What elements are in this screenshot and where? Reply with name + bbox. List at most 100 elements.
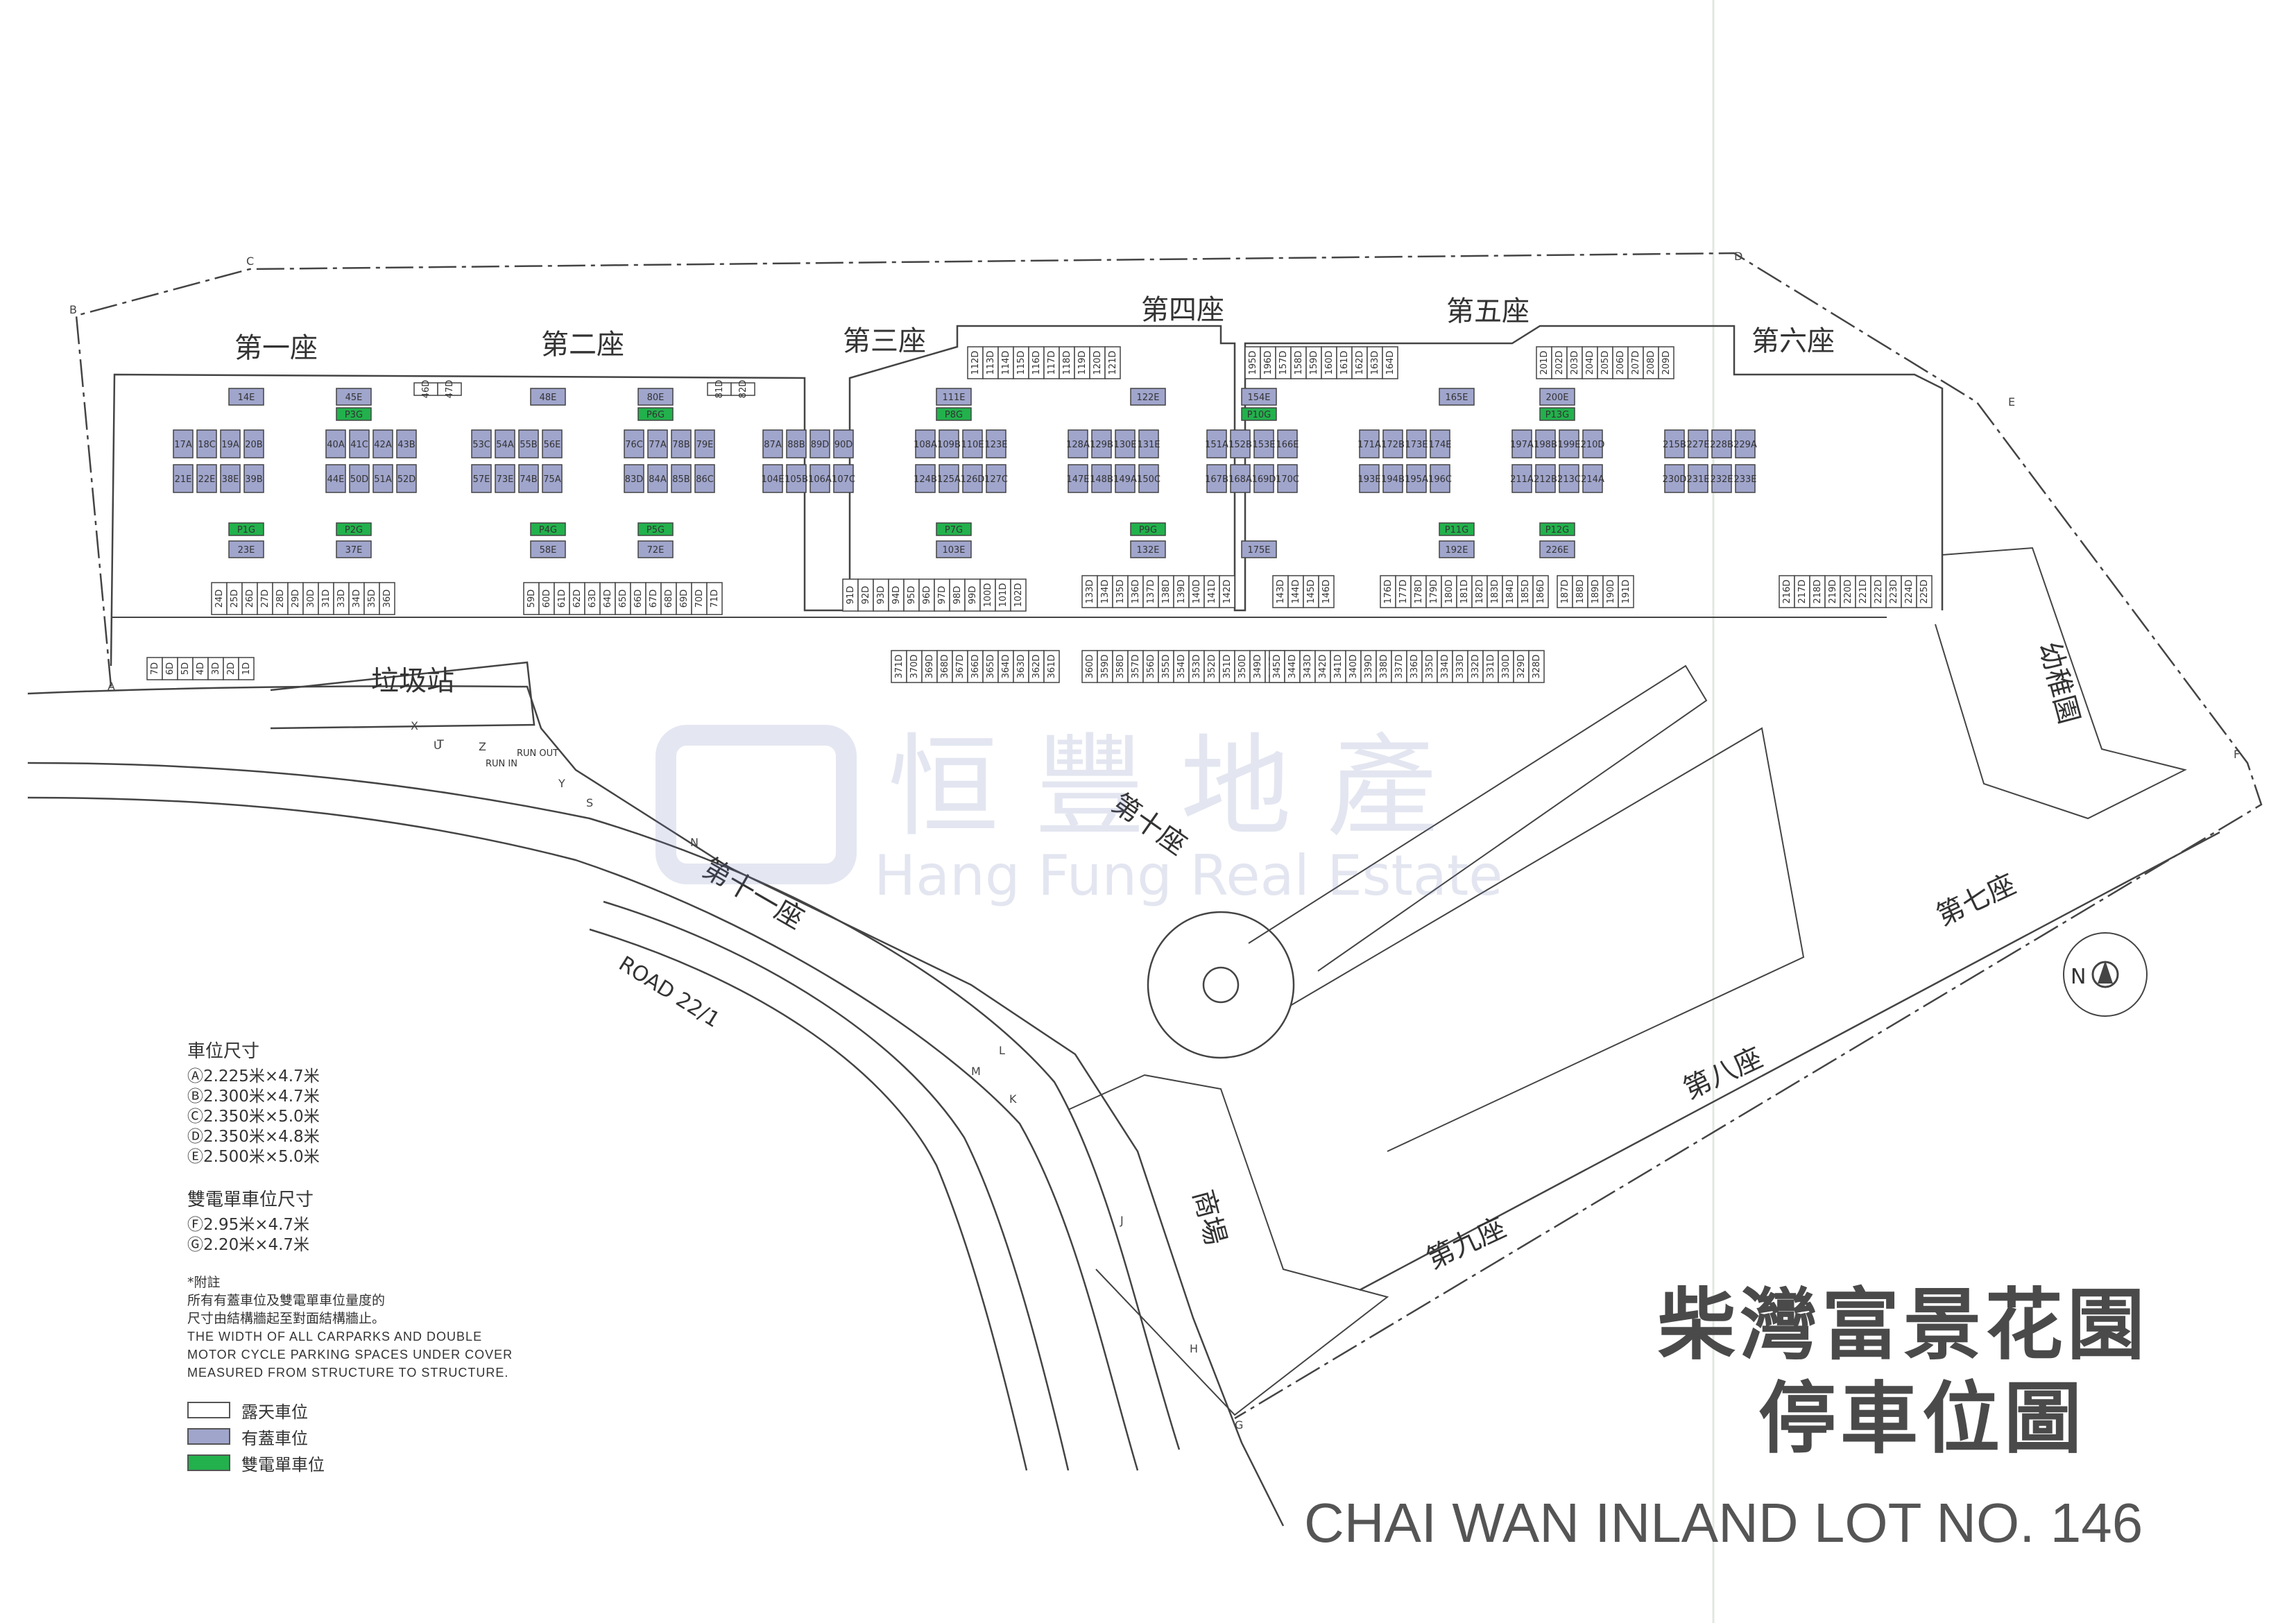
- parking-space: [986, 429, 1006, 458]
- parking-space-label: 87A: [764, 440, 782, 450]
- parking-space-label: 172B: [1381, 440, 1405, 450]
- parking-space-label: 360D: [1085, 655, 1095, 679]
- parking-space-label: 366D: [970, 655, 981, 679]
- parking-space: [1241, 540, 1277, 558]
- parking-space-label: 218D: [1813, 580, 1823, 604]
- parking-space-label: 56E: [544, 440, 561, 450]
- parking-space-label: 163D: [1370, 351, 1380, 375]
- parking-space: [939, 429, 959, 458]
- marker-group-cb7: 192E: [1439, 540, 1475, 558]
- parking-space-label: 152B: [1228, 440, 1252, 450]
- parking-space-label: 220D: [1843, 580, 1853, 604]
- parking-space-label: 93D: [876, 586, 886, 605]
- parking-space-label: 39B: [245, 474, 262, 485]
- parking-space-label: P11G: [1445, 525, 1468, 535]
- parking-space: [1406, 464, 1427, 493]
- parking-space-label: 210D: [1581, 440, 1605, 450]
- parking-space-label: 335D: [1425, 655, 1435, 679]
- parking-space-label: 46D: [421, 380, 431, 399]
- parking-space-label: 26D: [245, 590, 255, 608]
- parking-space-label: 212B: [1534, 474, 1557, 485]
- parking-space: [786, 464, 807, 493]
- parking-space-label: 174E: [1428, 440, 1451, 450]
- parking-space-label: 100D: [983, 583, 993, 608]
- parking-space: [1130, 540, 1166, 558]
- moto-space-swatch: [187, 1454, 230, 1471]
- parking-space: [173, 429, 194, 458]
- parking-space: [542, 429, 563, 458]
- parking-space-label: 157D: [1278, 351, 1289, 375]
- parking-space-label: 66D: [633, 590, 644, 608]
- parking-space-label: 54A: [496, 440, 514, 450]
- svg-text:K: K: [1009, 1092, 1017, 1106]
- parking-space-label: 209D: [1661, 351, 1672, 375]
- parking-space-label: 33D: [336, 590, 347, 608]
- parking-space: [1539, 388, 1575, 406]
- parking-space-label: 4D: [196, 662, 206, 675]
- top-carpark-outline: [110, 325, 1944, 667]
- parking-space-label: 63D: [588, 590, 598, 608]
- parking-space-label: 356D: [1146, 655, 1156, 679]
- parking-space-label: 171A: [1357, 440, 1381, 450]
- svg-text:J: J: [1120, 1214, 1124, 1227]
- parking-space-label: 35D: [367, 590, 377, 608]
- block-label-5: 第五座: [1446, 295, 1530, 327]
- parking-space-label: 208D: [1646, 351, 1656, 375]
- note-en-2: MOTOR CYCLE PARKING SPACES UNDER COVER: [187, 1348, 513, 1362]
- size-a: Ⓐ2.225米×4.7米: [187, 1067, 320, 1085]
- parking-space-label: 7D: [150, 662, 160, 675]
- parking-space: [396, 464, 417, 493]
- marker-group-ct0: 14E: [228, 388, 264, 406]
- parking-space: [1382, 346, 1398, 379]
- parking-space-label: 55B: [520, 440, 537, 450]
- block-label-7: 第七座: [1932, 868, 2021, 932]
- parking-space-label: 104E: [761, 474, 784, 485]
- kindergarten-outline: [1935, 547, 2187, 820]
- parking-space-label: 14E: [238, 393, 255, 403]
- parking-space-label: 27D: [260, 590, 271, 608]
- open-space-label: 露天車位: [241, 1402, 308, 1422]
- parking-space: [1439, 388, 1475, 406]
- parking-space-label: 363D: [1016, 655, 1027, 679]
- parking-space: [349, 429, 370, 458]
- parking-space-label: 115D: [1016, 351, 1027, 375]
- parking-space-label: 135D: [1115, 580, 1126, 604]
- parking-space-label: 154E: [1247, 393, 1270, 403]
- parking-space: [542, 464, 563, 493]
- parking-space-label: 371D: [894, 655, 905, 679]
- parking-space-label: 142D: [1222, 580, 1233, 604]
- parking-space-label: 186D: [1536, 580, 1546, 604]
- parking-space-label: 329D: [1516, 655, 1527, 679]
- parking-space: [762, 464, 783, 493]
- parking-space-label: P10G: [1247, 410, 1271, 420]
- marker-group-ct8: 200E: [1539, 388, 1575, 406]
- svg-text:M: M: [971, 1065, 981, 1078]
- parking-space-label: 201D: [1539, 351, 1550, 375]
- parking-space: [936, 407, 972, 421]
- roads: [27, 685, 1285, 1527]
- parking-space-label: 206D: [1616, 351, 1626, 375]
- parking-space: [671, 429, 692, 458]
- parking-space: [1241, 388, 1277, 406]
- parking-space-label: 349D: [1253, 655, 1263, 679]
- parking-space-label: 362D: [1031, 655, 1042, 679]
- size-g: Ⓖ2.20米×4.7米: [187, 1236, 310, 1254]
- parking-space-label: 81D: [714, 380, 725, 399]
- parking-space-label: 96D: [922, 586, 932, 605]
- parking-space: [1230, 429, 1251, 458]
- svg-text:B: B: [69, 303, 77, 316]
- parking-space: [1711, 464, 1732, 493]
- parking-space: [1735, 429, 1756, 458]
- parking-space-label: 213C: [1557, 474, 1581, 485]
- parking-space: [1206, 429, 1227, 458]
- parking-space: [1115, 464, 1136, 493]
- parking-space-label: 354D: [1176, 655, 1187, 679]
- parking-space-label: 339D: [1364, 655, 1374, 679]
- parking-space: [1688, 464, 1708, 493]
- parking-space: [1241, 407, 1277, 421]
- svg-text:U: U: [434, 739, 442, 752]
- parking-space: [325, 464, 346, 493]
